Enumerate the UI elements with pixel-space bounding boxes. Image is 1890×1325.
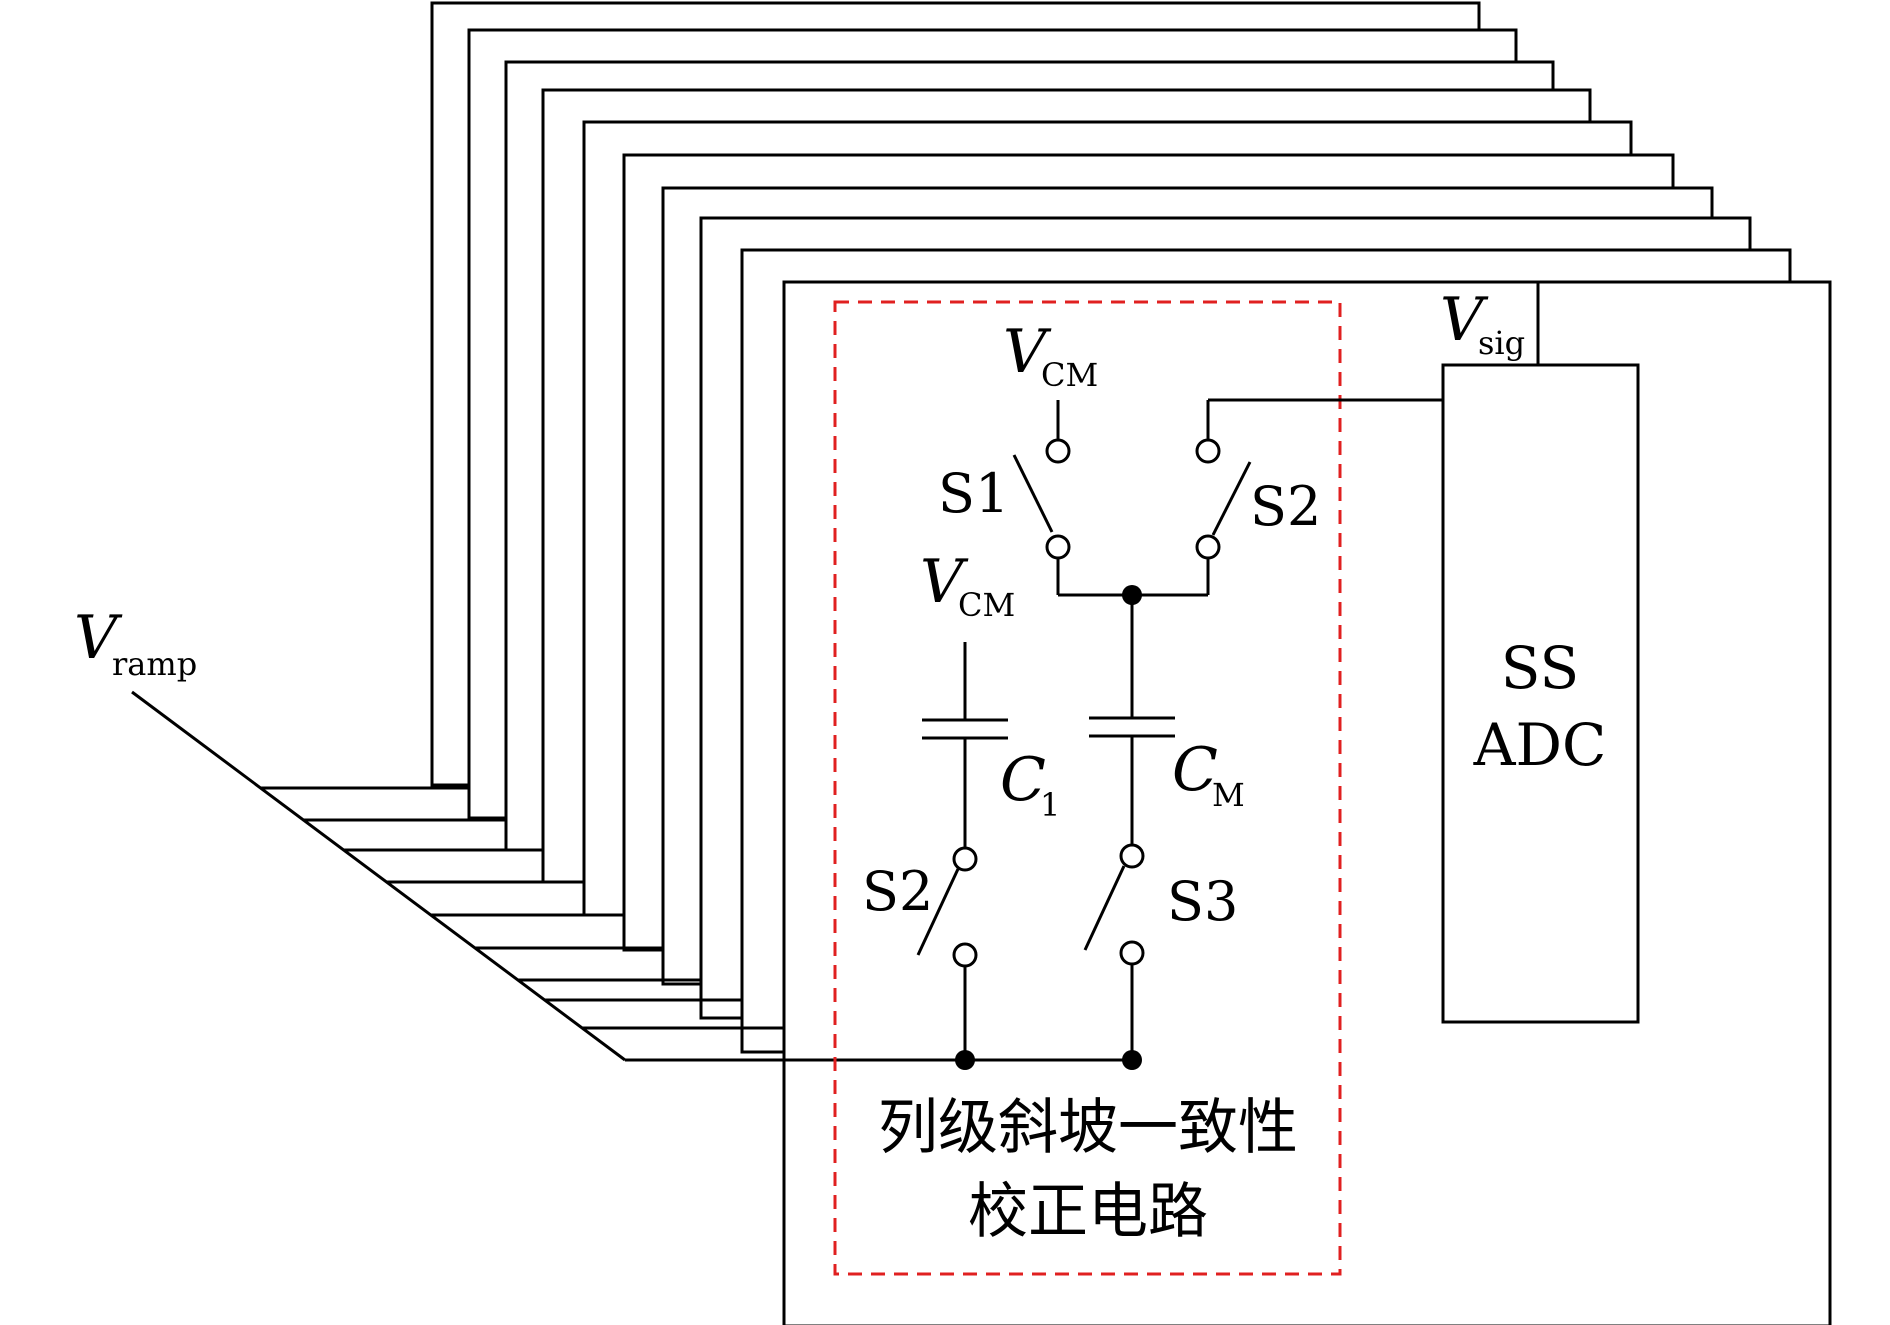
labels: V ramp V sig V CM V CM S1 S2 S2 S3 C 1 C… (74, 285, 1606, 1247)
s3-bottom-terminal (1119, 940, 1145, 966)
s2-lower-bottom-terminal (952, 942, 978, 968)
v-cm-top-symbol: V (1003, 317, 1052, 387)
s2-bottom-terminal (1195, 534, 1221, 560)
s1-label: S1 (938, 462, 1009, 525)
s2-lower-top-terminal (952, 846, 978, 872)
s1-top-terminal (1045, 438, 1071, 464)
ramp-bus (131, 690, 963, 1062)
front-column-frame (782, 280, 1832, 1325)
s2-lower-label: S2 (862, 860, 933, 923)
s3-label: S3 (1167, 870, 1238, 933)
s1-bottom-terminal (1045, 534, 1071, 560)
correction-circuit-box (833, 300, 1342, 1276)
c1-symbol: C (1000, 745, 1046, 815)
caption-line1: 列级斜坡一致性 (878, 1093, 1298, 1163)
ss-adc-block (1441, 363, 1640, 1024)
s3-blade (1083, 865, 1126, 951)
v-ramp-symbol: V (74, 603, 123, 673)
cm-subscript: M (1212, 776, 1245, 814)
ramp-taps (260, 786, 784, 1030)
v-cm-left-subscript: CM (958, 586, 1015, 624)
ramp-diagonal-line (131, 690, 626, 1062)
s2-blade (1211, 461, 1252, 536)
v-cm-left-symbol: V (920, 547, 969, 617)
adc-label-line2: ADC (1473, 711, 1607, 779)
s3-top-terminal (1119, 843, 1145, 869)
s2-top-terminal (1195, 438, 1221, 464)
adc-label-line1: SS (1501, 634, 1579, 702)
caption-line2: 校正电路 (968, 1177, 1208, 1247)
s2-lower-blade (916, 868, 960, 956)
s1-blade (1012, 454, 1054, 533)
cm-symbol: C (1172, 735, 1218, 805)
v-sig-subscript: sig (1478, 324, 1525, 362)
c1-subscript: 1 (1040, 786, 1060, 824)
front-column-circuit (833, 282, 1640, 1276)
v-sig-symbol: V (1440, 285, 1489, 355)
v-cm-top-subscript: CM (1041, 356, 1098, 394)
v-ramp-subscript: ramp (112, 645, 197, 683)
s2-top-label: S2 (1250, 475, 1321, 538)
